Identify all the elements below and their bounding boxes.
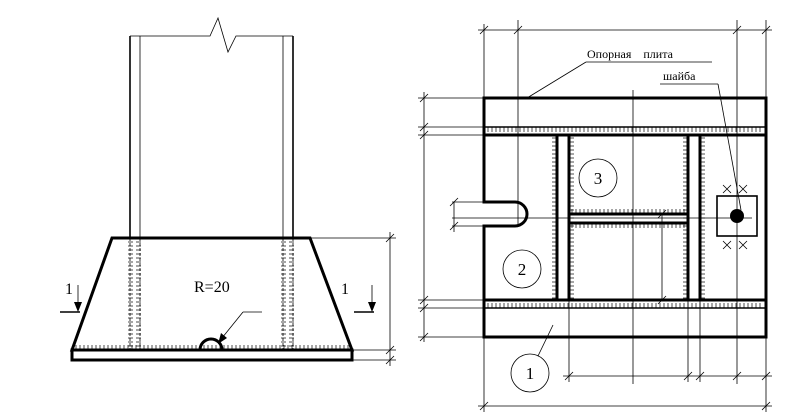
plan-traverse-top [482,96,768,137]
column-elevation [129,16,294,238]
section-mark-right-label: 1 [341,281,349,298]
washer-label: шайба [663,69,696,83]
mark-1: 1 [525,364,535,383]
elevation-dimensions [310,232,396,366]
plan-traverse-bottom [482,298,768,339]
radius-leader [218,311,262,344]
weld-hatch [75,241,349,350]
plan-dimensions [418,20,772,412]
mark-2: 2 [517,260,527,279]
label-leaders [526,61,742,211]
radius-label: R=20 [194,279,230,296]
base-plate-label: Опорная плита [587,47,673,61]
mark-3: 3 [593,169,603,188]
mark-circles [502,158,618,393]
plan-column [555,133,702,302]
plan-weld-hatch [487,127,761,308]
section-mark-left [60,285,82,313]
section-mark-right [354,285,376,313]
section-mark-left-label: 1 [65,281,73,298]
base-plate-elevation [70,348,354,362]
plan-base-plate [482,135,768,300]
